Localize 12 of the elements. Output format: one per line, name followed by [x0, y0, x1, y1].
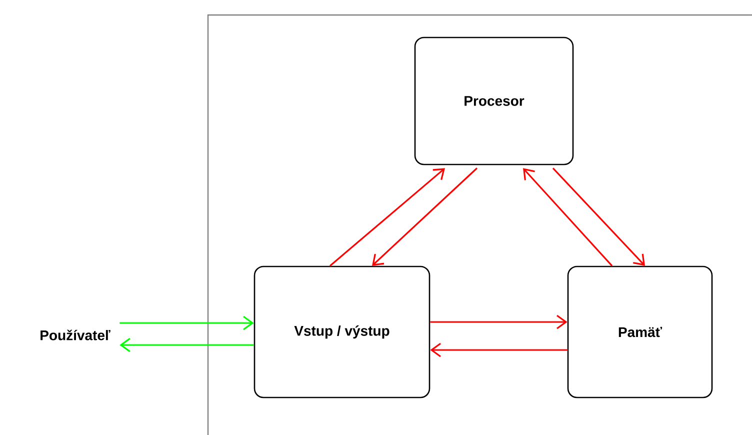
arrow: [552, 168, 645, 266]
arrow: [329, 168, 445, 266]
process-box: Vstup / výstup: [254, 266, 430, 398]
arrow: [430, 342, 568, 358]
process-box: Procesor: [414, 36, 574, 166]
arrow: [430, 314, 568, 330]
arrow: [120, 338, 254, 352]
process-box: Pamäť: [567, 266, 713, 398]
arrow: [372, 168, 478, 266]
actor-label: Používateľ: [40, 330, 110, 340]
arrow: [523, 168, 613, 266]
arrow: [120, 316, 254, 330]
